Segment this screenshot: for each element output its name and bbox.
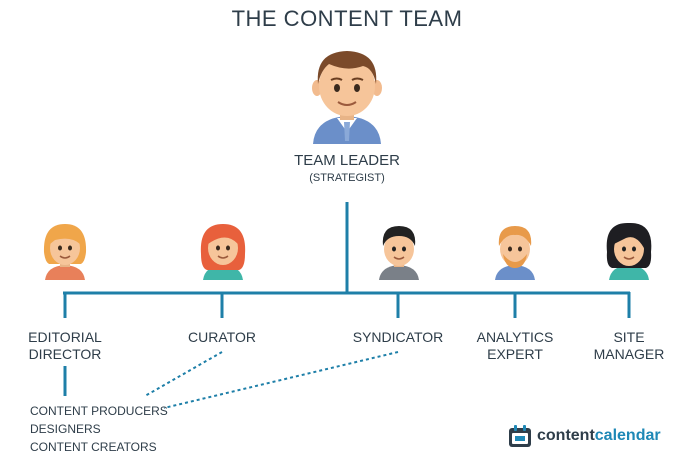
role-label-line: EXPERT	[487, 346, 543, 362]
site-manager-avatar	[606, 222, 652, 280]
role-analytics-expert: ANALYTICS EXPERT	[455, 329, 575, 363]
logo-text-content: content	[537, 427, 595, 444]
editorial-director-avatar	[43, 224, 87, 280]
sub-role-content-producers: CONTENT PRODUCERS	[30, 404, 168, 418]
role-editorial-director: EDITORIAL DIRECTOR	[5, 329, 125, 363]
role-label-line: CURATOR	[188, 329, 256, 345]
sub-roles-list: CONTENT PRODUCERS DESIGNERS CONTENT CREA…	[30, 402, 168, 456]
role-label-line: SITE	[613, 329, 645, 345]
role-label-line: MANAGER	[593, 346, 665, 362]
role-site-manager: SITE MANAGER	[569, 329, 689, 363]
calendar-icon	[509, 425, 531, 447]
role-label-line: ANALYTICS	[476, 329, 554, 345]
sub-role-content-creators: CONTENT CREATORS	[30, 440, 157, 454]
syndicator-dashed-link	[163, 351, 399, 409]
team-leader-avatar	[312, 51, 382, 144]
role-label-line: DIRECTOR	[28, 346, 102, 362]
syndicator-avatar	[379, 226, 419, 280]
sub-role-designers: DESIGNERS	[30, 422, 101, 436]
role-curator: CURATOR	[162, 329, 282, 346]
role-label-line: SYNDICATOR	[352, 329, 444, 345]
role-syndicator: SYNDICATOR	[338, 329, 458, 346]
curator-dashed-link	[144, 351, 223, 397]
page-title: THE CONTENT TEAM	[231, 6, 463, 31]
team-leader-sublabel: (STRATEGIST)	[309, 172, 385, 184]
logo-text-calendar: calendar	[594, 427, 661, 444]
analytics-expert-avatar	[495, 226, 535, 280]
role-label-line: EDITORIAL	[28, 329, 102, 345]
curator-avatar	[200, 224, 246, 280]
team-leader-label: TEAM LEADER	[294, 152, 400, 169]
